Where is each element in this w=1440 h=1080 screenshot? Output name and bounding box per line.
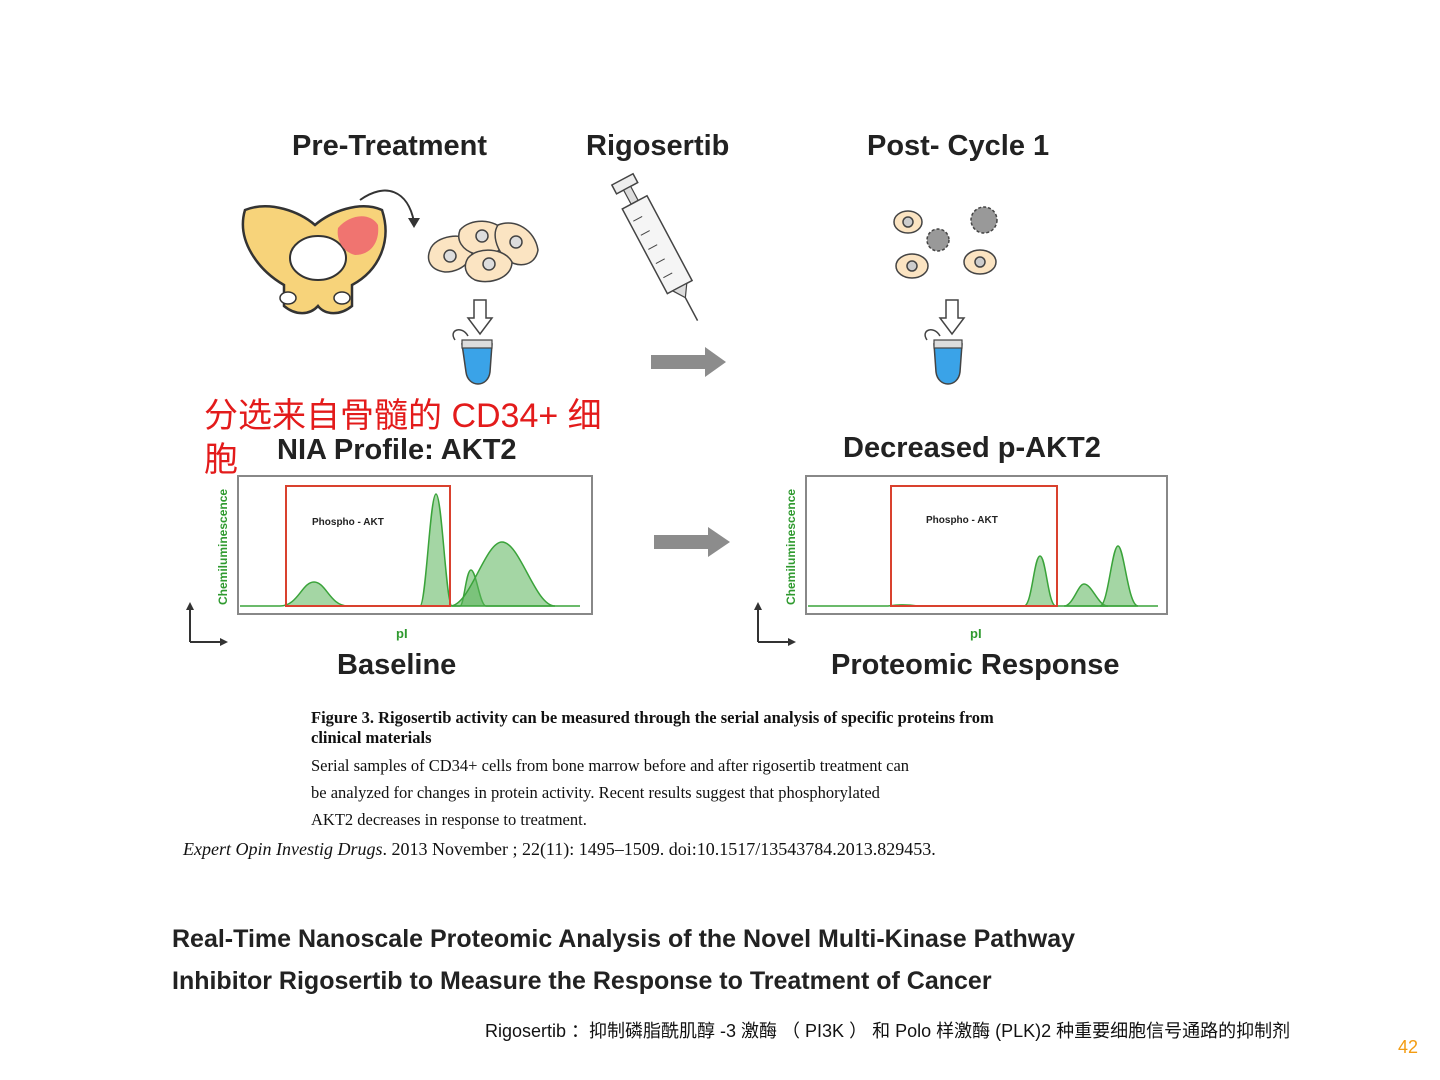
left-x-axis-label: pI [396,626,408,641]
left-box-label: Phospho - AKT [312,517,384,528]
right-box-label: Phospho - AKT [926,515,998,526]
cd34-annotation: 分选来自骨髓的 CD34+ 细胞 [204,397,602,479]
treatment-arrow-icon [651,347,726,377]
cells-icon [427,220,539,283]
left-y-axis-label: Chemiluminescence [216,488,230,605]
post-cycle-cells-icon [893,206,998,279]
caption-line-3: AKT2 decreases in response to treatment. [311,810,587,829]
sample-tube-icon [452,329,493,385]
phospho-akt-box [285,485,451,607]
left-panel-title: NIA Profile: AKT2 [277,434,517,466]
workflow-illustration [241,172,998,385]
right-chemiluminescence-plot [754,475,1168,646]
right-y-axis-label: Chemiluminescence [784,488,798,605]
syringe-icon [610,172,699,321]
proteomic-response-label: Proteomic Response [831,649,1120,681]
right-x-axis-label: pI [970,626,982,641]
caption-line-2: be analyzed for changes in protein activ… [311,783,880,802]
page-number: 42 [1398,1037,1419,1057]
rigosertib-footnote: Rigosertib ：抑制磷脂酰肌醇 -3 激酶 （ PI3K ） 和 Pol… [485,1021,1291,1041]
pre-treatment-title: Pre-Treatment [292,130,488,162]
article-title: Real-Time Nanoscale Proteomic Analysis o… [172,925,1076,995]
chromatogram-peak [1099,545,1139,607]
down-arrow-icon [466,299,494,336]
phospho-akt-box [890,485,1058,607]
right-panel-title: Decreased p-AKT2 [843,432,1101,464]
chromatogram-peaks [240,493,580,607]
caption-line-1: Serial samples of CD34+ cells from bone … [311,756,910,775]
pelvis-bone-icon [241,205,387,315]
rigosertib-title: Rigosertib [586,130,730,162]
figure-caption: Figure 3. Rigosertib activity can be mea… [311,708,1031,833]
down-arrow-icon [938,299,966,336]
chromatogram-peaks [808,555,1158,607]
post-cycle-title: Post- Cycle 1 [867,130,1050,162]
comparison-arrow-icon [654,527,730,557]
citation-journal: Expert Opin Investig Drugs [183,839,383,859]
baseline-label: Baseline [337,649,457,681]
curved-arrow-icon [359,189,415,223]
citation: Expert Opin Investig Drugs. 2013 Novembe… [183,839,936,860]
left-chemiluminescence-plot [186,475,593,646]
chromatogram-peak [449,541,556,607]
citation-details: . 2013 November ; 22(11): 1495–1509. doi… [382,839,936,859]
sample-tube-icon [924,329,963,385]
caption-heading: Figure 3. Rigosertib activity can be mea… [311,708,994,747]
